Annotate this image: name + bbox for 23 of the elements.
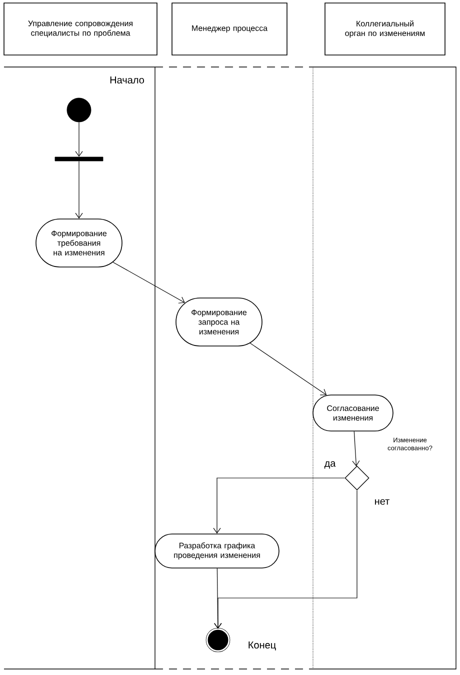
- arrow: [75, 160, 83, 219]
- decision-diamond: [344, 466, 370, 490]
- arrow: [352, 431, 360, 466]
- arrow: [250, 342, 327, 396]
- arrow: [75, 122, 83, 157]
- action-node: Формирование требования на изменения: [36, 218, 122, 268]
- edge-label: да: [323, 460, 337, 470]
- caption-text: Начало: [110, 76, 144, 84]
- action-node: Разработка графика проведения изменения: [154, 534, 280, 568]
- start-node: [66, 98, 92, 122]
- lane-header: Управление сопровождения специалисты по проблема: [4, 2, 158, 56]
- action-node: Формирование запроса на изменения: [176, 298, 262, 346]
- arrow: [214, 490, 358, 629]
- arrow: [213, 478, 345, 534]
- action-node: Согласование изменения: [312, 394, 394, 432]
- caption-text: Конец: [248, 642, 276, 650]
- lane-header: Менеджер процесса: [172, 2, 288, 56]
- arrow: [214, 568, 222, 629]
- end-node: [206, 628, 230, 652]
- edge-label: нет: [373, 498, 391, 506]
- fork-bar: [54, 156, 104, 162]
- arrow: [112, 262, 185, 304]
- lane-header: Коллегиальный орган по изменениям: [324, 2, 446, 56]
